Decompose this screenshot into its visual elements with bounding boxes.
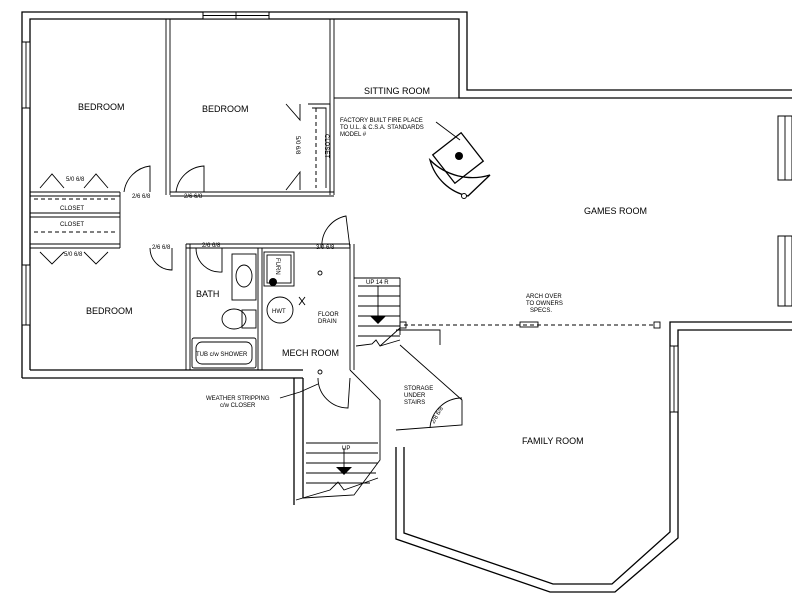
fireplace-note-1: FACTORY BUILT FIRE PLACE: [340, 118, 423, 124]
door-label-5068-vertical: 5/0 6/8: [294, 136, 300, 155]
stairs-up-14r-label: UP 14 R: [366, 280, 389, 286]
room-label-bedroom-3: BEDROOM: [86, 306, 133, 316]
door-label-2668-b: 2/6 6/8: [184, 194, 203, 200]
fireplace: [428, 121, 491, 199]
arch-note-1: ARCH OVER: [526, 294, 562, 300]
arch-note-2: TO OWNERS: [526, 301, 563, 307]
closet-label-1: CLOSET: [60, 206, 84, 212]
door-label-5068-b: 5/0 6/8: [64, 252, 83, 258]
weather-note-1: WEATHER STRIPPING: [206, 396, 270, 402]
stairs-upper: [355, 285, 401, 347]
tub-label: TUB c/w SHOWER: [196, 352, 248, 358]
arch-leader: [379, 327, 401, 347]
windows: [21, 11, 792, 413]
room-label-bedroom-1: BEDROOM: [78, 102, 125, 112]
room-label-games-room: GAMES ROOM: [584, 206, 647, 216]
storage-note-3: STAIRS: [404, 400, 425, 406]
door-label-2868: 2/8 6/8: [431, 406, 446, 425]
arch-post-mid: [519, 321, 539, 328]
bath-fixtures: [191, 253, 257, 369]
room-label-sitting-room: SITTING ROOM: [364, 86, 430, 96]
weather-note-2: c/w CLOSER: [220, 403, 256, 409]
arch-post-left: [399, 321, 407, 329]
arch-post-right: [653, 321, 661, 329]
interior-walls: [30, 19, 463, 499]
floor-drain-label-2: DRAIN: [318, 319, 337, 325]
stairs-lower: [295, 442, 379, 501]
door-label-2668-a: 2/6 6/8: [132, 194, 151, 200]
arch-note-3: SPECS.: [530, 308, 552, 314]
door-label-2668-d: 2/6 6/8: [202, 243, 221, 249]
closet-shelves: [34, 108, 317, 233]
storage-note-2: UNDER: [404, 393, 426, 399]
room-label-bedroom-2: BEDROOM: [202, 104, 249, 114]
furnace-label: FURN: [274, 258, 280, 275]
door-swings: [39, 103, 463, 429]
door-label-3068: 3/0 6/8: [316, 245, 335, 251]
fireplace-note-3: MODEL #: [340, 132, 367, 138]
stairs-up-label: UP: [342, 446, 350, 452]
weather-leader: [279, 383, 319, 399]
door-label-5068-a: 5/0 6/8: [66, 177, 85, 183]
door-label-2668-c: 2/6 6/8: [152, 245, 171, 251]
floor-drain-label-1: FLOOR: [318, 312, 339, 318]
closet-label-2: CLOSET: [60, 222, 84, 228]
room-label-family-room: FAMILY ROOM: [522, 436, 584, 446]
mech-equipment: [263, 251, 323, 375]
storage-note-1: STORAGE: [404, 386, 433, 392]
fireplace-note-2: TO U.L. & C.S.A. STANDARDS: [340, 125, 424, 131]
closet-label-vertical: CLOSET: [323, 134, 329, 158]
room-label-mech-room: MECH ROOM: [282, 348, 339, 358]
room-label-bath: BATH: [196, 289, 219, 299]
hwt-label: HWT: [272, 309, 286, 315]
exterior-walls: [21, 11, 792, 593]
